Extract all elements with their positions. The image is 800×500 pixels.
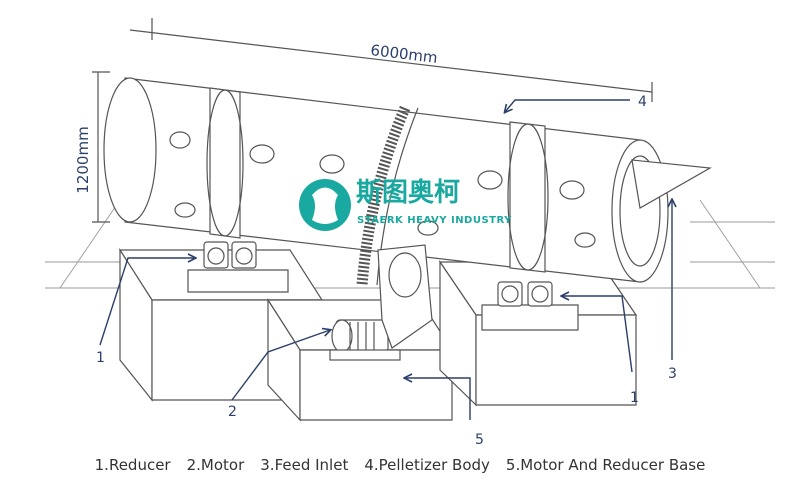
left-reducer — [187, 241, 289, 293]
legend-item-motor: 2.Motor — [186, 456, 245, 474]
callout-label: 5 — [475, 432, 484, 448]
callout-arrow-1-left — [99, 258, 195, 346]
logo-english-name: STAERK HEAVY INDUSTRY — [357, 215, 512, 226]
pelletizer-body — [103, 77, 669, 283]
callout-label: 3 — [668, 366, 677, 382]
callout-label: 1 — [630, 390, 639, 406]
feed-inlet-chute — [631, 159, 775, 223]
callout-arrow-2 — [231, 330, 330, 401]
callout-label: 4 — [638, 94, 647, 110]
legend-item-feed-inlet: 3.Feed Inlet — [260, 456, 349, 474]
gearbox — [377, 244, 433, 349]
callout-label: 2 — [228, 404, 237, 420]
motor — [329, 319, 401, 361]
legend-item-pelletizer-body: 4.Pelletizer Body — [364, 456, 490, 474]
callout-arrow-5 — [405, 378, 471, 420]
right-reducer — [481, 281, 579, 331]
callout-arrow-1-right — [562, 296, 633, 373]
height-dimension-label: 1200mm — [74, 126, 92, 193]
legend-item-reducer: 1.Reducer — [94, 456, 171, 474]
length-dimension-label: 6000mm — [370, 41, 439, 67]
callout-numbers: 1 1 2 3 4 5 — [96, 94, 677, 448]
height-dimension: 1200mm — [74, 71, 110, 223]
parts-legend: 1.Reducer 2.Motor 3.Feed Inlet 4.Pelleti… — [0, 456, 800, 484]
callout-label: 1 — [96, 350, 105, 366]
logo-chinese-name: 斯图奥柯 — [356, 177, 460, 208]
callout-arrow-4 — [505, 99, 630, 112]
callout-arrows — [99, 99, 672, 420]
company-logo: 斯图奥柯 STAERK HEAVY INDUSTRY — [299, 177, 512, 231]
legend-item-motor-reducer-base: 5.Motor And Reducer Base — [505, 456, 706, 474]
